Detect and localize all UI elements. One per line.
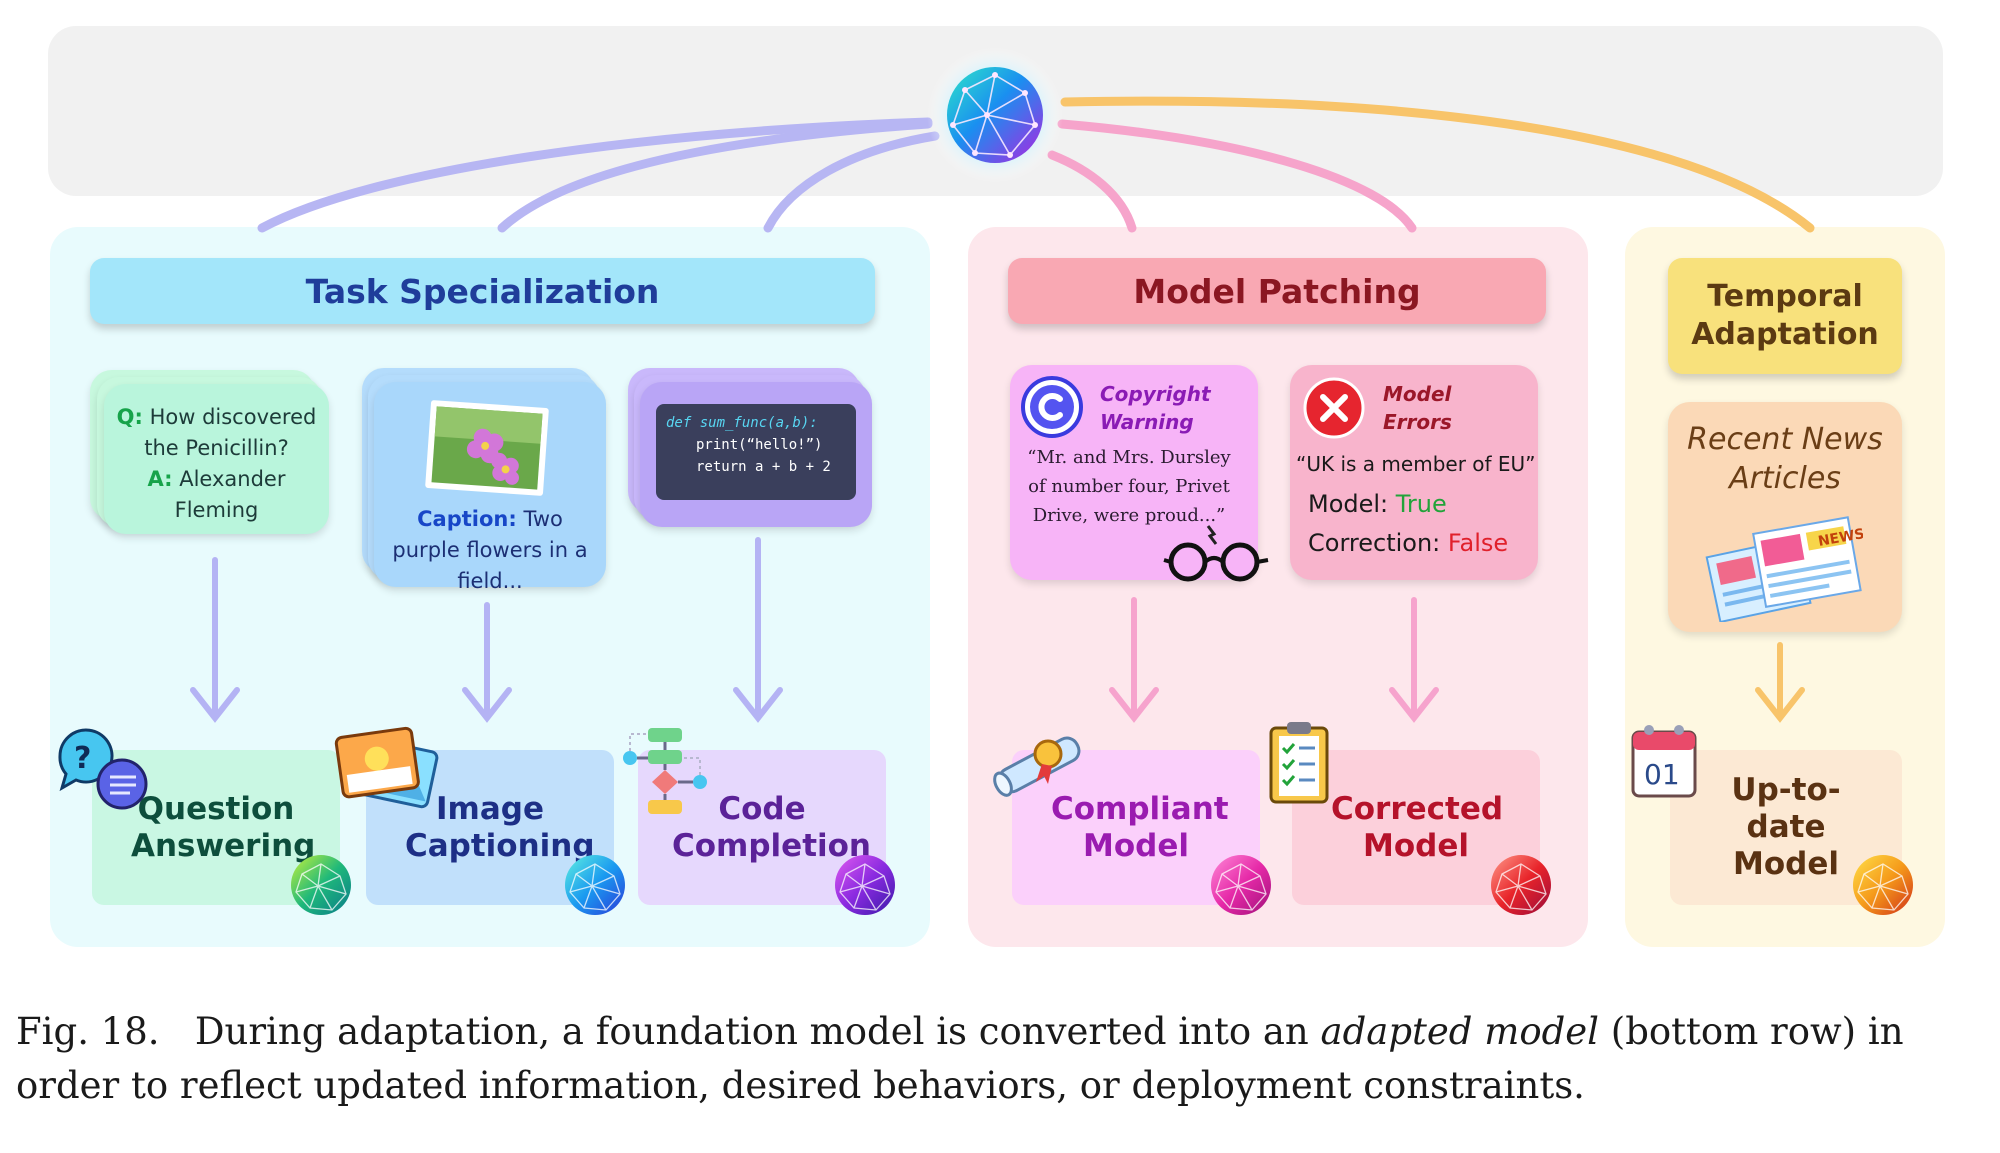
diploma-icon — [993, 736, 1081, 797]
caption-text-pre: During adaptation, a foundation model is… — [194, 1010, 1309, 1053]
curve-to-qa — [257, 117, 933, 233]
errors-model-label: Model: — [1308, 490, 1389, 518]
newspaper-icon: NEWS — [1705, 516, 1863, 622]
caption-text-emphasis: adapted model — [1320, 1010, 1600, 1053]
uptodate-model-label: Up-to-date Model — [1731, 772, 1841, 882]
errors-model-value: True — [1395, 490, 1447, 518]
flower-photo-icon — [425, 400, 549, 496]
curve-to-code — [763, 131, 940, 233]
code-line-1: def sum_func(a,b): — [666, 415, 818, 431]
arrow-uptodate — [1755, 642, 1805, 723]
copyright-quote: “Mr. and Mrs. Dursley of number four, Pr… — [1027, 447, 1231, 526]
errors-quote: “UK is a member of EU” — [1296, 452, 1536, 476]
arrow-qa — [190, 557, 240, 723]
errors-model-row: Model: True — [1308, 490, 1447, 518]
errors-correction-label: Correction: — [1308, 529, 1441, 557]
svg-text:?: ? — [74, 741, 91, 776]
copyright-title: Copyright Warning — [1100, 382, 1211, 434]
errors-correction-value: False — [1447, 529, 1509, 557]
curve-to-captioning — [497, 119, 933, 233]
connections-layer — [190, 96, 1815, 723]
qa-input-card: Q: How discovered the Penicillin? A: Ale… — [104, 384, 329, 534]
code-completion-label: Code Completion — [672, 790, 872, 864]
qa-answer-text: Alexander Fleming — [174, 467, 286, 522]
caption-fig-number: Fig. 18. — [16, 1010, 160, 1053]
task-specialization-header: Task Specialization — [90, 258, 875, 324]
curve-to-copyright — [1047, 150, 1137, 233]
news-badge: NEWS — [1817, 526, 1863, 550]
qa-question-prefix: Q: — [116, 405, 143, 429]
code-line-3: return a + b + 2 — [696, 459, 831, 475]
task-specialization-title: Task Specialization — [305, 271, 660, 311]
image-captioning-label: Image Captioning — [405, 790, 595, 864]
adapted-globe-green-icon — [291, 855, 351, 915]
adapted-globe-red-icon — [1491, 855, 1551, 915]
model-patching-header: Model Patching — [1008, 258, 1546, 324]
adapted-globe-pink-icon — [1211, 855, 1271, 915]
caption-text-post: (bottom row) in order to reflect updated… — [16, 1010, 1904, 1107]
error-x-icon — [1303, 377, 1365, 439]
adapted-globe-blue-icon — [565, 855, 625, 915]
arrow-compliant — [1109, 597, 1159, 723]
foundation-model-globe-icon — [927, 47, 1063, 183]
qa-question-text: How discovered the Penicillin? — [144, 405, 317, 460]
temporal-adaptation-title: Temporal Adaptation — [1691, 279, 1879, 352]
copyright-icon — [1021, 376, 1083, 438]
curve-to-news — [1060, 96, 1815, 233]
arrow-corrected — [1389, 597, 1439, 723]
glasses-icon — [1163, 525, 1269, 582]
temporal-adaptation-header: Temporal Adaptation — [1668, 258, 1902, 374]
corrected-model-label: Corrected Model — [1331, 790, 1504, 864]
caption-text: Two purple flowers in a field... — [392, 507, 588, 593]
question-bubbles-icon: ? — [58, 728, 148, 810]
news-title: Recent News Articles — [1687, 422, 1883, 496]
arrow-code — [733, 537, 783, 723]
flowchart-icon — [623, 728, 707, 814]
code-line-2: print(“hello!”) — [696, 437, 823, 453]
model-patching-title: Model Patching — [1133, 271, 1421, 311]
compliant-model-label: Compliant Model — [1051, 790, 1229, 864]
calendar-icon: 01 — [1631, 725, 1697, 798]
code-input-card: def sum_func(a,b): print(“hello!”) retur… — [640, 382, 872, 527]
adapted-globe-purple-icon — [835, 855, 895, 915]
errors-title: Model Errors — [1383, 382, 1452, 434]
adapted-globe-orange-icon — [1853, 855, 1913, 915]
qa-answer-prefix: A: — [147, 467, 173, 491]
calendar-day: 01 — [1644, 758, 1680, 791]
curve-to-errors — [1057, 119, 1417, 233]
figure-caption: Fig. 18. During adaptation, a foundation… — [16, 1005, 1991, 1113]
image-gallery-icon — [334, 726, 439, 809]
code-editor: def sum_func(a,b): print(“hello!”) retur… — [656, 404, 856, 500]
arrow-captioning — [462, 602, 512, 723]
checklist-icon — [1269, 722, 1329, 804]
caption-prefix: Caption: — [417, 507, 517, 531]
question-answering-label: Question Answering — [131, 790, 316, 864]
errors-correction-row: Correction: False — [1308, 529, 1508, 557]
